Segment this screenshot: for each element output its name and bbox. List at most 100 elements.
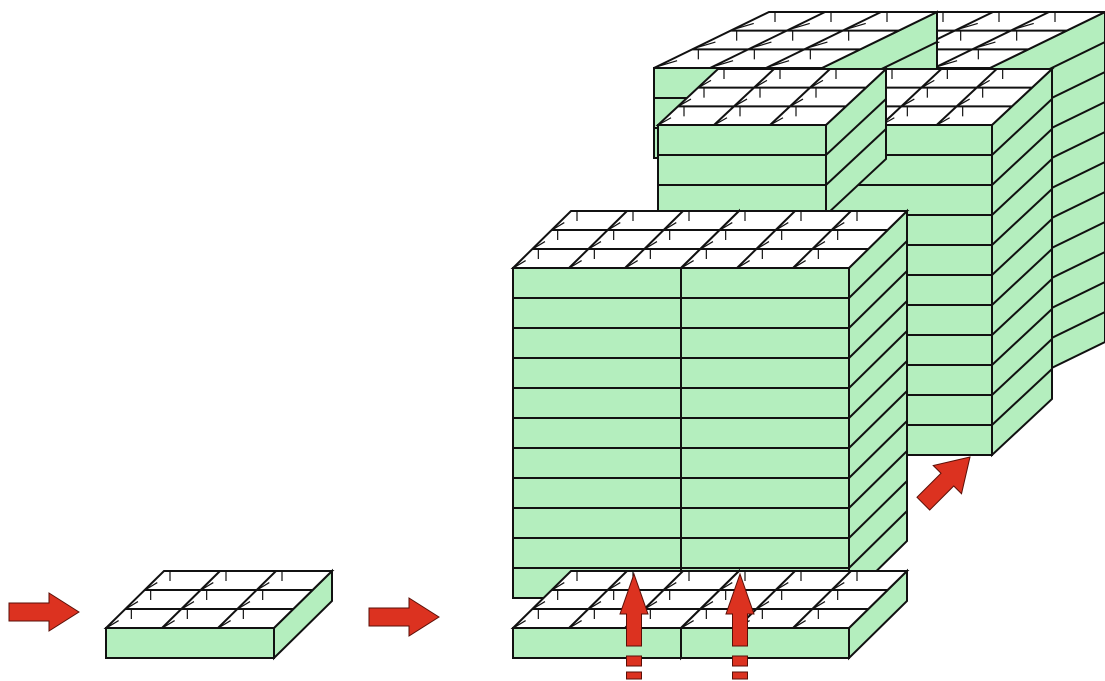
tray-side-divider xyxy=(825,128,887,186)
compartment-wall xyxy=(702,241,714,249)
compartment-wall xyxy=(794,620,806,628)
compartment-wall xyxy=(590,241,602,249)
compartment-wall xyxy=(570,260,582,268)
compartment-wall xyxy=(590,601,602,609)
tray-front-face xyxy=(680,327,850,359)
compartment-wall xyxy=(163,620,175,628)
compartment-wall xyxy=(239,601,251,609)
compartment-wall xyxy=(699,79,712,88)
compartment-wall xyxy=(814,241,826,249)
tray-side-divider xyxy=(991,278,1053,336)
compartment-divider xyxy=(713,68,775,126)
arrow-to-back-stacks xyxy=(916,456,971,511)
compartment-wall xyxy=(758,241,770,249)
compartment-wall xyxy=(107,620,119,628)
compartment-wall xyxy=(665,222,677,230)
tray-front-face xyxy=(680,537,850,569)
compartment-wall xyxy=(814,601,826,609)
compartment-wall xyxy=(127,601,139,609)
tray-side-divider xyxy=(991,218,1053,276)
arrow-shape xyxy=(8,592,80,632)
tray-front-face xyxy=(512,267,682,299)
compartment-wall xyxy=(721,222,733,230)
compartment-wall xyxy=(777,222,789,230)
arrow-shape xyxy=(916,456,971,511)
tray-side-divider xyxy=(848,390,908,449)
tray-front-face xyxy=(105,627,275,659)
tray-front-face xyxy=(512,387,682,419)
compartment-wall xyxy=(721,582,733,590)
compartment-wall xyxy=(626,260,638,268)
tray-side-divider xyxy=(991,98,1053,156)
compartment-wall xyxy=(202,582,214,590)
compartment-divider xyxy=(568,570,628,629)
compartment-wall xyxy=(646,241,658,249)
arrow-dash xyxy=(626,671,642,680)
tray-side-divider xyxy=(825,98,887,156)
compartment-wall xyxy=(609,222,621,230)
compartment-wall xyxy=(750,41,772,49)
tray-side-divider xyxy=(848,300,908,359)
compartment-wall xyxy=(702,601,714,609)
compartment-wall xyxy=(732,22,754,31)
compartment-divider xyxy=(933,11,1050,69)
arrow-up-left-stack xyxy=(619,572,649,680)
tray-side-divider xyxy=(991,308,1053,366)
arrow-shape xyxy=(368,597,440,637)
compartment-wall xyxy=(755,79,768,88)
arrow-dash xyxy=(626,655,642,667)
compartment-wall xyxy=(514,260,526,268)
tray-side-divider xyxy=(848,270,908,329)
compartment-wall xyxy=(659,117,672,125)
arrow-shape xyxy=(725,572,755,647)
tray-front-face xyxy=(680,267,850,299)
tray-front-face xyxy=(512,297,682,329)
tray-side-divider xyxy=(848,450,908,509)
arrow-shape xyxy=(619,572,649,647)
compartment-divider xyxy=(217,570,277,629)
compartment-wall xyxy=(974,41,996,49)
tray-front-face xyxy=(680,447,850,479)
compartment-wall xyxy=(978,79,990,88)
tray-front-face xyxy=(512,537,682,569)
compartment-wall xyxy=(771,117,784,125)
compartment-wall xyxy=(794,260,806,268)
tray-front-face xyxy=(657,154,827,186)
tray-front-face xyxy=(680,627,850,659)
tray-side-divider xyxy=(848,360,908,419)
compartment-divider xyxy=(709,11,826,69)
compartment-wall xyxy=(553,222,565,230)
tray-side-divider xyxy=(848,480,908,539)
compartment-wall xyxy=(938,117,950,125)
compartment-wall xyxy=(682,260,694,268)
tray-side-divider xyxy=(991,128,1053,186)
compartment-wall xyxy=(777,582,789,590)
single-tray-box xyxy=(103,568,335,661)
tray-side-divider xyxy=(848,510,908,569)
compartment-wall xyxy=(1012,22,1034,31)
compartment-wall xyxy=(682,620,694,628)
tray-side-divider xyxy=(991,338,1053,396)
compartment-divider xyxy=(769,68,831,126)
tray-side-divider xyxy=(848,240,908,299)
tray-front-face xyxy=(512,327,682,359)
compartment-divider xyxy=(792,210,852,269)
compartment-divider xyxy=(624,210,684,269)
compartment-wall xyxy=(735,98,748,106)
compartment-wall xyxy=(788,22,810,31)
compartment-wall xyxy=(738,260,750,268)
compartment-wall xyxy=(958,98,970,106)
front-stack-right xyxy=(678,208,910,601)
compartment-wall xyxy=(758,601,770,609)
tray-front-face xyxy=(680,417,850,449)
tray-front-face xyxy=(512,627,682,659)
tray-side-divider xyxy=(848,330,908,389)
tray-front-face xyxy=(512,477,682,509)
arrow-dash xyxy=(732,655,748,667)
compartment-divider xyxy=(161,570,221,629)
base-trays xyxy=(510,568,910,661)
compartment-wall xyxy=(146,582,158,590)
compartment-wall xyxy=(791,98,804,106)
compartment-wall xyxy=(903,98,915,106)
compartment-divider xyxy=(736,210,796,269)
